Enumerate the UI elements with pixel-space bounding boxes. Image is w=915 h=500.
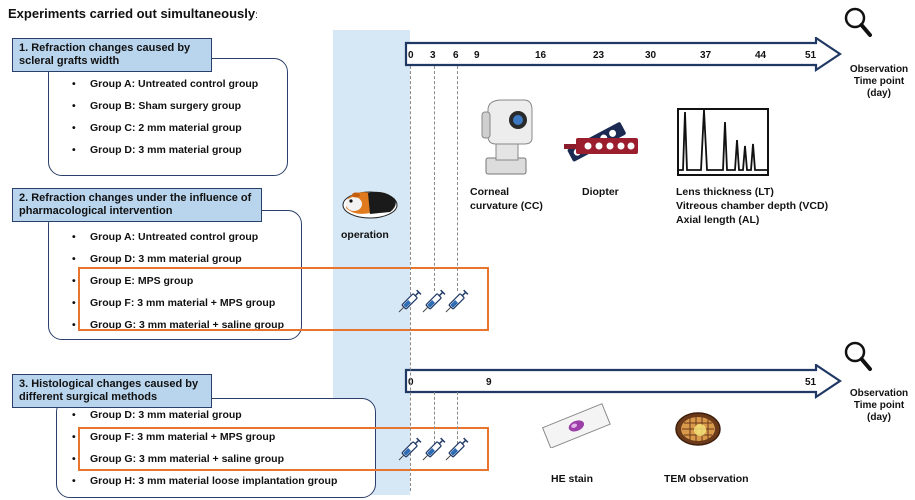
section-3-heading: 3. Histological changes caused by differ… [12, 374, 212, 408]
group-item: Group F: 3 mm material + MPS group [72, 426, 337, 448]
observation-label-2: Observation Time point (day) [849, 388, 909, 423]
section-2-heading: 2. Refraction changes under the influenc… [12, 188, 262, 222]
highlight-box-section-2 [78, 267, 489, 331]
timeline-1-tick: 30 [645, 50, 657, 61]
syringe-icon [445, 437, 469, 461]
group-item: Group A: Untreated control group [72, 226, 284, 248]
section-1-group-list: Group A: Untreated control group Group B… [72, 73, 258, 161]
diopter-label: Diopter [582, 186, 619, 198]
tem-grid-icon [675, 412, 721, 446]
day-3-guide-line-lower [434, 392, 435, 444]
timeline-1-tick: 23 [593, 50, 605, 61]
tem-observation-label: TEM observation [664, 473, 749, 485]
timeline-1-tick: 37 [700, 50, 712, 61]
diopter-lens-bar-icon [564, 122, 638, 162]
timeline-1-tick: 3 [430, 50, 436, 61]
group-item: Group D: 3 mm material group [72, 139, 258, 161]
group-item: Group D: 3 mm material group [72, 248, 284, 270]
ultrasound-measures-label: Lens thickness (LT) Vitreous chamber dep… [676, 186, 829, 226]
a-scan-waveform-icon [677, 108, 769, 176]
timeline-1-tick: 0 [408, 50, 414, 61]
timeline-1-arrow [404, 37, 842, 73]
keratometer-icon [481, 99, 533, 175]
timeline-2-tick: 9 [486, 377, 492, 388]
syringe-icon [445, 289, 469, 313]
group-item: Group C: 2 mm material group [72, 117, 258, 139]
timeline-1-tick: 16 [535, 50, 547, 61]
guinea-pig-icon [342, 191, 398, 219]
section-1-heading: 1. Refraction changes caused by scleral … [12, 38, 212, 72]
observation-label-1: Observation Time point (day) [849, 64, 909, 99]
timeline-1-tick: 9 [474, 50, 480, 61]
timeline-1-tick: 44 [755, 50, 767, 61]
syringe-icon [398, 289, 422, 313]
timeline-1-tick: 51 [805, 50, 817, 61]
timeline-1-tick: 6 [453, 50, 459, 61]
day-6-guide-line-lower [457, 392, 458, 444]
group-item: Group E: MPS group [72, 270, 284, 292]
group-item: Group A: Untreated control group [72, 73, 258, 95]
day-0-guide-line [410, 66, 411, 491]
syringe-icon [422, 437, 446, 461]
he-stain-label: HE stain [551, 473, 594, 485]
timeline-2-arrow [404, 364, 842, 400]
group-item: Group D: 3 mm material group [72, 404, 337, 426]
group-item: Group G: 3 mm material + saline group [72, 448, 337, 470]
magnifier-icon [844, 341, 872, 371]
day-6-guide-line [457, 66, 458, 291]
highlight-box-section-3 [78, 427, 489, 471]
group-item: Group B: Sham surgery group [72, 95, 258, 117]
he-stain-slide-icon [541, 403, 611, 448]
corneal-curvature-label: Corneal curvature (CC) [470, 186, 543, 212]
page-title: Experiments carried out simultaneously: [8, 6, 258, 21]
timeline-2-tick: 51 [805, 377, 817, 388]
group-item: Group H: 3 mm material loose implantatio… [72, 470, 337, 492]
section-3-group-list: Group D: 3 mm material group Group F: 3 … [72, 404, 337, 492]
operation-label: operation [341, 229, 389, 241]
group-item: Group G: 3 mm material + saline group [72, 314, 284, 336]
syringe-icon [398, 437, 422, 461]
day-3-guide-line [434, 66, 435, 291]
section-2-group-list: Group A: Untreated control group Group D… [72, 226, 284, 336]
group-item: Group F: 3 mm material + MPS group [72, 292, 284, 314]
syringe-icon [422, 289, 446, 313]
magnifier-icon [844, 7, 872, 37]
